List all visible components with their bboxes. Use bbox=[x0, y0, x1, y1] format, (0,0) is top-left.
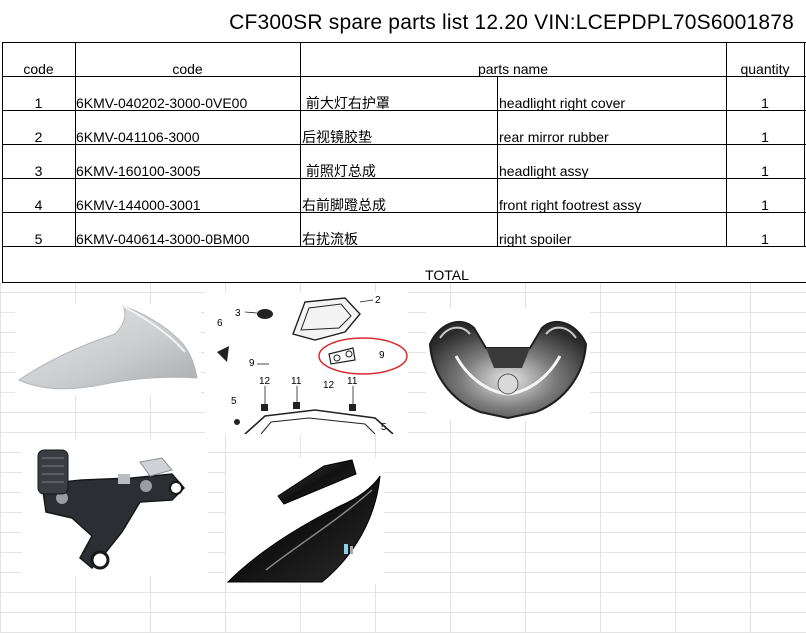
row-1-qty: 1 bbox=[761, 95, 769, 111]
callout-11-a: 11 bbox=[291, 376, 302, 387]
row-4-qty: 1 bbox=[761, 197, 769, 213]
row-1-code: 6KMV-040202-3000-0VE00 bbox=[76, 95, 248, 111]
callout-11-b: 11 bbox=[347, 376, 358, 387]
row-2-code: 6KMV-041106-3000 bbox=[76, 129, 200, 145]
row-5-qty: 1 bbox=[761, 231, 769, 247]
row-4-no: 4 bbox=[34, 197, 43, 213]
header-row-border bbox=[2, 76, 806, 77]
row-1-name-cn: 前大灯右护罩 bbox=[302, 95, 390, 111]
table-top-border bbox=[2, 42, 806, 43]
callout-2: 2 bbox=[375, 295, 381, 306]
picture-parts-diagram: 2 3 6 9 9 11 11 12 12 5 5 bbox=[205, 292, 408, 434]
row-2-no: 2 bbox=[34, 129, 43, 145]
row-1-no: 1 bbox=[34, 95, 43, 111]
row-3-name-en: headlight assy bbox=[499, 163, 589, 179]
page-title: CF300SR spare parts list 12.20 VIN:LCEPD… bbox=[229, 11, 794, 34]
callout-12-a: 12 bbox=[259, 376, 271, 387]
callout-12-b: 12 bbox=[323, 380, 335, 391]
row-border-3 bbox=[2, 178, 806, 179]
col-divider-1 bbox=[75, 42, 76, 247]
col-divider-4 bbox=[726, 42, 727, 247]
table-right-border bbox=[804, 42, 805, 247]
row-2-qty: 1 bbox=[761, 129, 769, 145]
picture-headlight-right-cover bbox=[15, 304, 201, 396]
row-3-name-cn: 前照灯总成 bbox=[302, 163, 376, 179]
col-divider-3 bbox=[497, 76, 498, 247]
row-1-name-en: headlight right cover bbox=[499, 95, 626, 111]
col-divider-2 bbox=[300, 42, 301, 247]
row-2-name-en: rear mirror rubber bbox=[499, 129, 609, 145]
picture-front-right-footrest-assy bbox=[22, 440, 208, 576]
row-5-name-cn: 右扰流板 bbox=[302, 231, 358, 247]
picture-right-spoiler bbox=[226, 458, 384, 584]
row-border-1 bbox=[2, 110, 806, 111]
row-4-code: 6KMV-144000-3001 bbox=[76, 197, 201, 213]
callout-9: 9 bbox=[249, 358, 255, 369]
row-border-5 bbox=[2, 246, 806, 247]
row-5-name-en: right spoiler bbox=[499, 231, 572, 247]
header-parts-name: parts name bbox=[477, 61, 549, 77]
header-quantity: quantity bbox=[740, 61, 790, 77]
row-3-code: 6KMV-160100-3005 bbox=[76, 163, 201, 179]
row-5-no: 5 bbox=[34, 231, 43, 247]
row-3-qty: 1 bbox=[761, 163, 769, 179]
row-border-2 bbox=[2, 144, 806, 145]
row-border-4 bbox=[2, 212, 806, 213]
row-2-name-cn: 后视镜胶垫 bbox=[302, 129, 372, 145]
total-label: TOTAL bbox=[425, 267, 469, 283]
row-4-name-en: front right footrest assy bbox=[499, 197, 642, 213]
total-row-border bbox=[2, 282, 806, 283]
callout-5-b: 5 bbox=[381, 422, 387, 433]
header-code: code bbox=[172, 61, 203, 77]
table-left-border bbox=[2, 42, 3, 283]
header-no: code bbox=[23, 61, 54, 77]
row-5-code: 6KMV-040614-3000-0BM00 bbox=[76, 231, 250, 247]
row-3-no: 3 bbox=[34, 163, 43, 179]
callout-9-circled: 9 bbox=[379, 350, 385, 361]
row-4-name-cn: 右前脚蹬总成 bbox=[302, 197, 386, 213]
callout-3: 3 bbox=[235, 308, 241, 319]
callout-6: 6 bbox=[217, 318, 223, 329]
picture-headlight-assy bbox=[426, 308, 590, 420]
callout-5-a: 5 bbox=[231, 396, 237, 407]
